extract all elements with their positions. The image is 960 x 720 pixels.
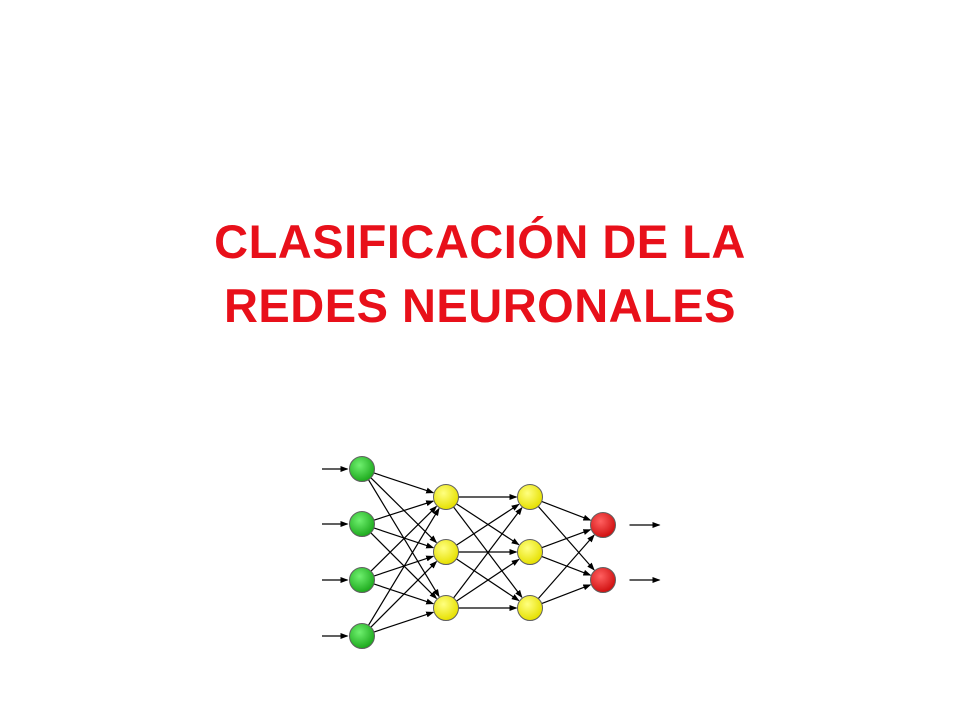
input-node bbox=[349, 511, 375, 537]
slide-title-line-1: CLASIFICACIÓN DE LA bbox=[214, 215, 746, 268]
slide-title: CLASIFICACIÓN DE LA REDES NEURONALES bbox=[80, 210, 880, 338]
input-node bbox=[349, 623, 375, 649]
connection-edge bbox=[373, 500, 435, 521]
network-edges bbox=[322, 466, 661, 639]
connection-edge bbox=[541, 584, 592, 605]
connection-edge bbox=[541, 529, 592, 549]
slide-title-line-2: REDES NEURONALES bbox=[223, 279, 736, 332]
output-node bbox=[590, 567, 616, 593]
input-node bbox=[349, 567, 375, 593]
connection-edge bbox=[370, 505, 438, 572]
connection-edge bbox=[373, 611, 435, 633]
hidden-node bbox=[433, 595, 459, 621]
hidden-node bbox=[433, 484, 459, 510]
connection-edge bbox=[456, 503, 520, 546]
connection-edge bbox=[373, 527, 435, 549]
input-node bbox=[349, 456, 375, 482]
hidden-node bbox=[433, 539, 459, 565]
output-node bbox=[590, 512, 616, 538]
network-nodes bbox=[349, 456, 616, 649]
connection-edge bbox=[373, 472, 435, 494]
connection-edge bbox=[367, 507, 440, 626]
connection-edge bbox=[541, 500, 592, 521]
connection-edge bbox=[537, 534, 595, 600]
connection-edge bbox=[541, 555, 592, 576]
connection-edge bbox=[370, 560, 438, 628]
hidden-node bbox=[517, 539, 543, 565]
hidden-node bbox=[517, 595, 543, 621]
connection-edge bbox=[456, 558, 520, 602]
connection-edge bbox=[453, 506, 523, 599]
hidden-node bbox=[517, 484, 543, 510]
